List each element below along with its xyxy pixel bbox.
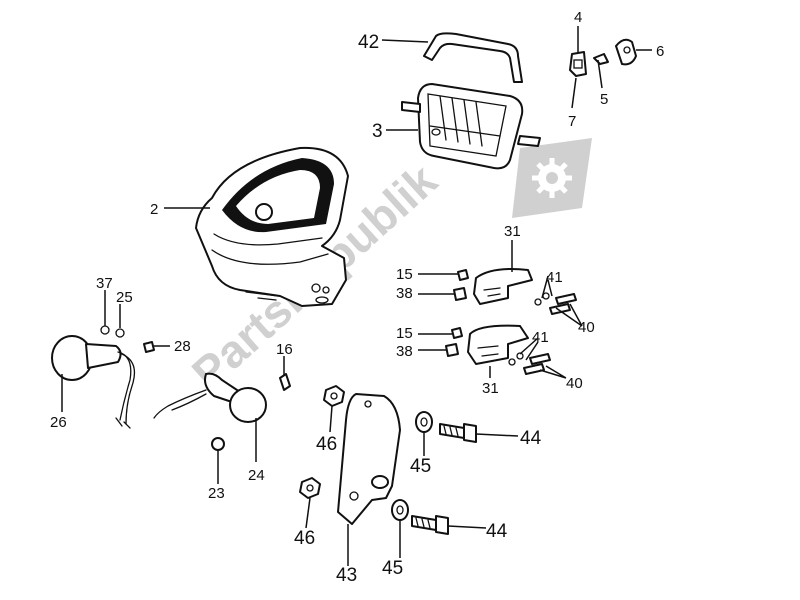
callout-46-lower: 46 [294,528,315,549]
callout-5: 5 [600,91,608,108]
callout-37: 37 [96,275,113,292]
callout-38-lower: 38 [396,343,413,360]
callout-2: 2 [150,201,158,218]
callout-7: 7 [568,113,576,130]
part-23-bulb [211,437,225,451]
callout-3: 3 [372,121,383,142]
callout-31-upper: 31 [504,223,521,240]
part-26-left-indicator [51,335,136,429]
part-31-lower-bracket [467,324,529,365]
callout-42: 42 [358,32,379,53]
callout-31-lower: 31 [482,380,499,397]
callout-45-lower: 45 [382,558,403,579]
part-6-bulb [615,38,637,66]
part-28-nut [143,341,155,353]
part-2-front-fairing [195,146,349,307]
part-15-38-fasteners [445,269,469,357]
part-3-instrument-cluster [401,83,541,170]
callout-26: 26 [50,414,67,431]
part-42-grab-bar [423,32,523,83]
callout-4: 4 [574,9,582,26]
callout-46-upper: 46 [316,434,337,455]
part-44-bolts [411,423,477,535]
part-24-right-indicator [153,372,267,423]
callout-16: 16 [276,341,293,358]
callout-25: 25 [116,289,133,306]
callout-43: 43 [336,565,357,586]
callout-41-lower: 41 [532,329,549,346]
part-31-upper-bracket [473,268,533,305]
leader-lines [61,26,652,566]
callout-44-upper: 44 [520,428,542,449]
callout-6: 6 [656,43,664,60]
callout-45-upper: 45 [410,456,431,477]
callout-38-upper: 38 [396,285,413,302]
callout-15-upper: 15 [396,266,413,283]
callout-24: 24 [248,467,265,484]
part-40-41-screws [508,292,577,375]
callout-labels: 42 3 4 6 5 7 2 31 15 38 41 40 15 38 41 4… [50,9,664,586]
callout-44-lower: 44 [486,521,508,542]
callout-40-lower: 40 [566,375,583,392]
part-16-pin [279,373,291,391]
callout-40-upper: 40 [578,319,595,336]
callout-15-lower: 15 [396,325,413,342]
watermark-gear-icon [512,138,592,218]
callout-28: 28 [174,338,191,355]
part-43-plate-bracket [337,393,401,525]
callout-23: 23 [208,485,225,502]
callout-41-upper: 41 [546,269,563,286]
part-5-clip [593,53,609,65]
part-46-nuts [299,385,345,499]
part-4-7-bulb-holder [569,51,587,77]
